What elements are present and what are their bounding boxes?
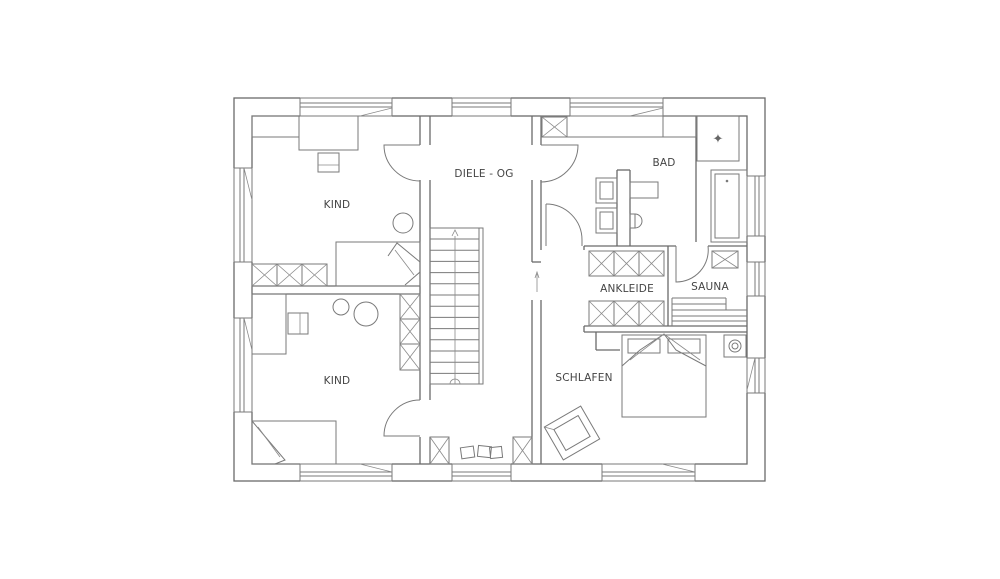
cabinet-unit bbox=[301, 263, 328, 287]
staircase bbox=[429, 227, 540, 385]
kind-top-furniture bbox=[251, 115, 421, 287]
windows-top bbox=[299, 97, 664, 117]
label-diele: DIELE - OG bbox=[454, 168, 513, 180]
doors bbox=[383, 144, 709, 437]
label-schlafen: SCHLAFEN bbox=[555, 372, 612, 384]
bad-fixtures bbox=[540, 115, 748, 243]
cabinet-unit bbox=[399, 318, 421, 345]
label-kind-top: KIND bbox=[324, 199, 351, 211]
cabinet-unit bbox=[276, 263, 303, 287]
cabinet-unit bbox=[638, 300, 665, 327]
cabinet-unit bbox=[711, 250, 739, 269]
windows-right bbox=[746, 175, 766, 394]
cabinet-unit bbox=[613, 300, 640, 327]
schlafen-furniture bbox=[543, 333, 747, 461]
cabinet-unit bbox=[613, 250, 640, 277]
cabinet-unit bbox=[588, 300, 615, 327]
shower-icon: ✦ bbox=[713, 132, 724, 147]
cabinet-unit bbox=[541, 116, 568, 138]
cabinet-unit bbox=[588, 250, 615, 277]
cabinets bbox=[251, 116, 739, 465]
label-kind-bottom: KIND bbox=[324, 375, 351, 387]
kind-bottom-furniture bbox=[251, 293, 504, 465]
room-labels: KIND KIND DIELE - OG BAD ANKLEIDE SAUNA … bbox=[324, 132, 730, 387]
windows-bottom bbox=[299, 463, 696, 482]
cabinet-unit bbox=[512, 436, 533, 465]
label-sauna: SAUNA bbox=[691, 281, 729, 293]
cabinet-unit bbox=[251, 263, 278, 287]
outer-walls bbox=[233, 97, 766, 482]
label-ankleide: ANKLEIDE bbox=[600, 283, 654, 295]
cabinet-unit bbox=[399, 343, 421, 371]
sauna-benches bbox=[671, 297, 747, 326]
cabinet-unit bbox=[399, 293, 421, 320]
windows-left bbox=[233, 167, 253, 413]
cabinet-unit bbox=[429, 436, 450, 465]
label-bad: BAD bbox=[652, 157, 675, 169]
cabinet-unit bbox=[638, 250, 665, 277]
